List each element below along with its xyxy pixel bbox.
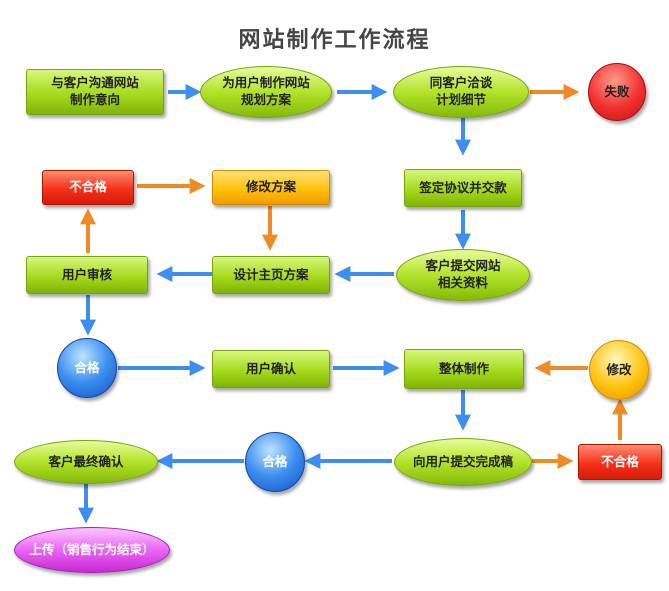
node-submit-materials-label: 客户提交网站 相关资料 [425,258,501,290]
node-overall-make-label: 整体制作 [438,360,489,376]
node-user-review: 用户审核 [26,256,148,294]
node-plan: 为用户制作网站 规划方案 [200,66,332,118]
node-user-confirm: 用户确认 [212,350,330,388]
node-upload-label: 上传（销售行为结束） [29,541,155,557]
node-fail: 失败 [588,63,646,121]
node-pass-review-label: 合格 [74,359,100,375]
node-pass-review: 合格 [57,338,117,398]
node-final-confirm-label: 客户最终确认 [48,453,124,469]
node-upload: 上传（销售行为结束） [14,527,170,573]
node-sign: 签定协议并交款 [404,169,522,207]
node-fail-review-label: 不合格 [69,179,107,195]
node-fail-draft: 不合格 [578,444,662,480]
node-negotiate-label: 同客户洽谈 计划细节 [429,75,493,107]
node-negotiate: 同客户洽谈 计划细节 [393,66,529,118]
node-modify: 修改 [589,340,649,400]
node-submit-draft: 向用户提交完成稿 [394,438,532,486]
diagram-title: 网站制作工作流程 [238,28,431,53]
node-plan-label: 为用户制作网站 规划方案 [222,75,310,107]
node-communicate-label: 与客户沟通网站 制作意向 [51,75,139,107]
node-design-home: 设计主页方案 [212,256,330,294]
node-user-review-label: 用户审核 [61,266,112,282]
node-submit-materials: 客户提交网站 相关资料 [396,249,530,301]
node-fail-label: 失败 [604,83,630,99]
node-final-confirm: 客户最终确认 [14,440,158,484]
node-revise-plan: 修改方案 [212,170,330,205]
node-pass-draft-label: 合格 [262,453,288,469]
node-submit-draft-label: 向用户提交完成稿 [412,453,513,469]
node-revise-plan-label: 修改方案 [245,179,296,195]
node-overall-make: 整体制作 [404,349,524,389]
node-fail-review: 不合格 [42,170,134,205]
node-fail-draft-label: 不合格 [601,453,639,469]
node-communicate: 与客户沟通网站 制作意向 [26,69,164,115]
node-design-home-label: 设计主页方案 [233,266,309,282]
node-modify-label: 修改 [606,361,632,377]
node-user-confirm-label: 用户确认 [245,360,296,376]
node-sign-label: 签定协议并交款 [419,179,507,195]
node-pass-draft: 合格 [245,432,305,492]
